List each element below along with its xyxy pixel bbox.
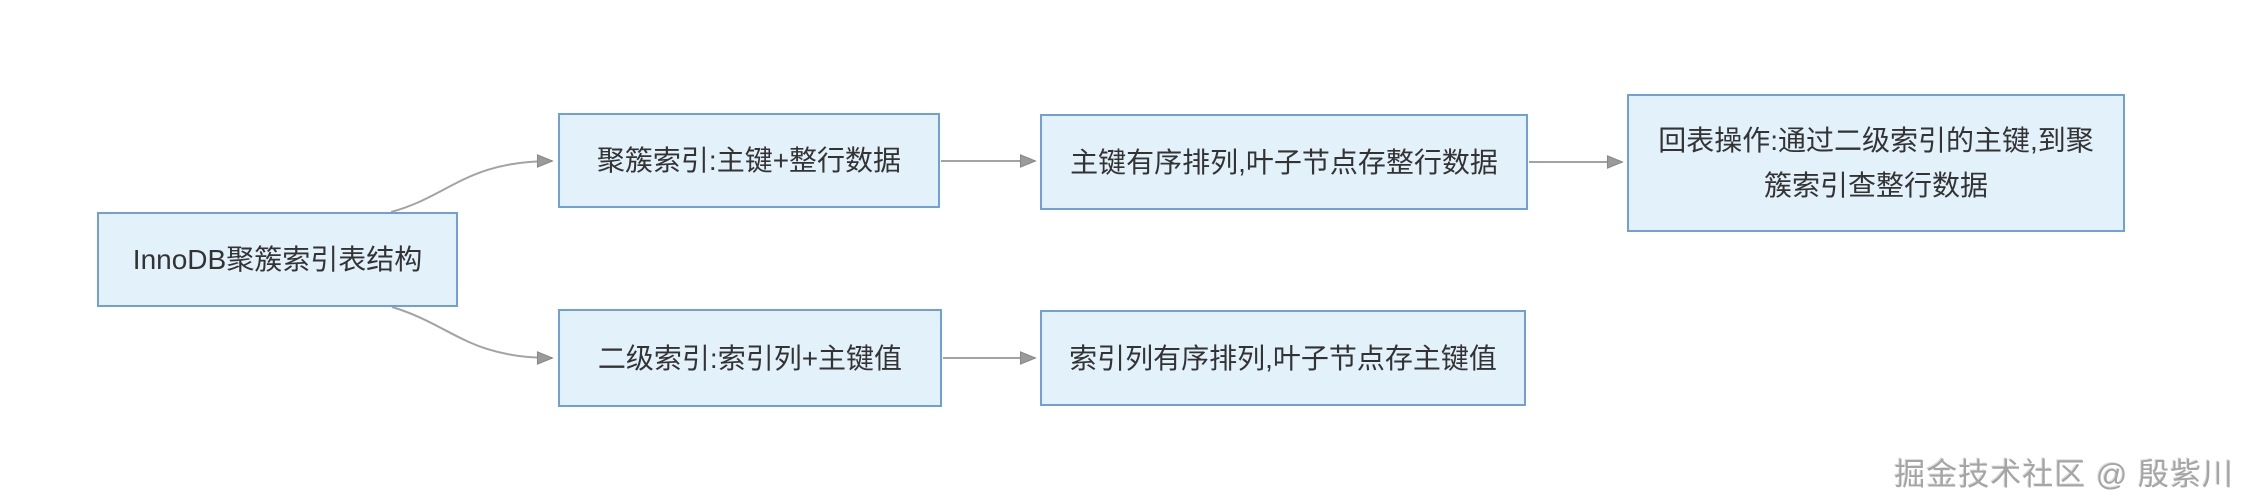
- node-secondary-index-label: 二级索引:索引列+主键值: [597, 342, 903, 374]
- node-table-lookup: 回表操作:通过二级索引的主键,到聚 簇索引查整行数据: [1627, 94, 2125, 232]
- node-root: InnoDB聚簇索引表结构: [97, 212, 458, 307]
- node-table-lookup-label-line1: 回表操作:通过二级索引的主键,到聚: [1658, 125, 2094, 156]
- node-clustered-index-label: 聚簇索引:主键+整行数据: [596, 145, 902, 176]
- node-table-lookup-label-line2: 簇索引查整行数据: [1763, 170, 1988, 201]
- node-root-label: InnoDB聚簇索引表结构: [132, 244, 423, 275]
- node-clustered-index-detail: 主键有序排列,叶子节点存整行数据: [1040, 114, 1528, 210]
- edge-root-to-secondary-index: [391, 306, 552, 358]
- node-secondary-index: 二级索引:索引列+主键值: [558, 309, 942, 407]
- node-clustered-index: 聚簇索引:主键+整行数据: [558, 113, 940, 208]
- node-clustered-index-detail-label: 主键有序排列,叶子节点存整行数据: [1070, 146, 1498, 178]
- node-secondary-index-detail: 索引列有序排列,叶子节点存主键值: [1040, 310, 1526, 406]
- edge-root-to-clustered-index: [390, 161, 552, 213]
- watermark: 掘金技术社区 @ 殷紫川: [1894, 449, 2234, 494]
- node-secondary-index-detail-label: 索引列有序排列,叶子节点存主键值: [1069, 342, 1497, 374]
- watermark-text: 掘金技术社区 @ 殷紫川: [1894, 457, 2234, 492]
